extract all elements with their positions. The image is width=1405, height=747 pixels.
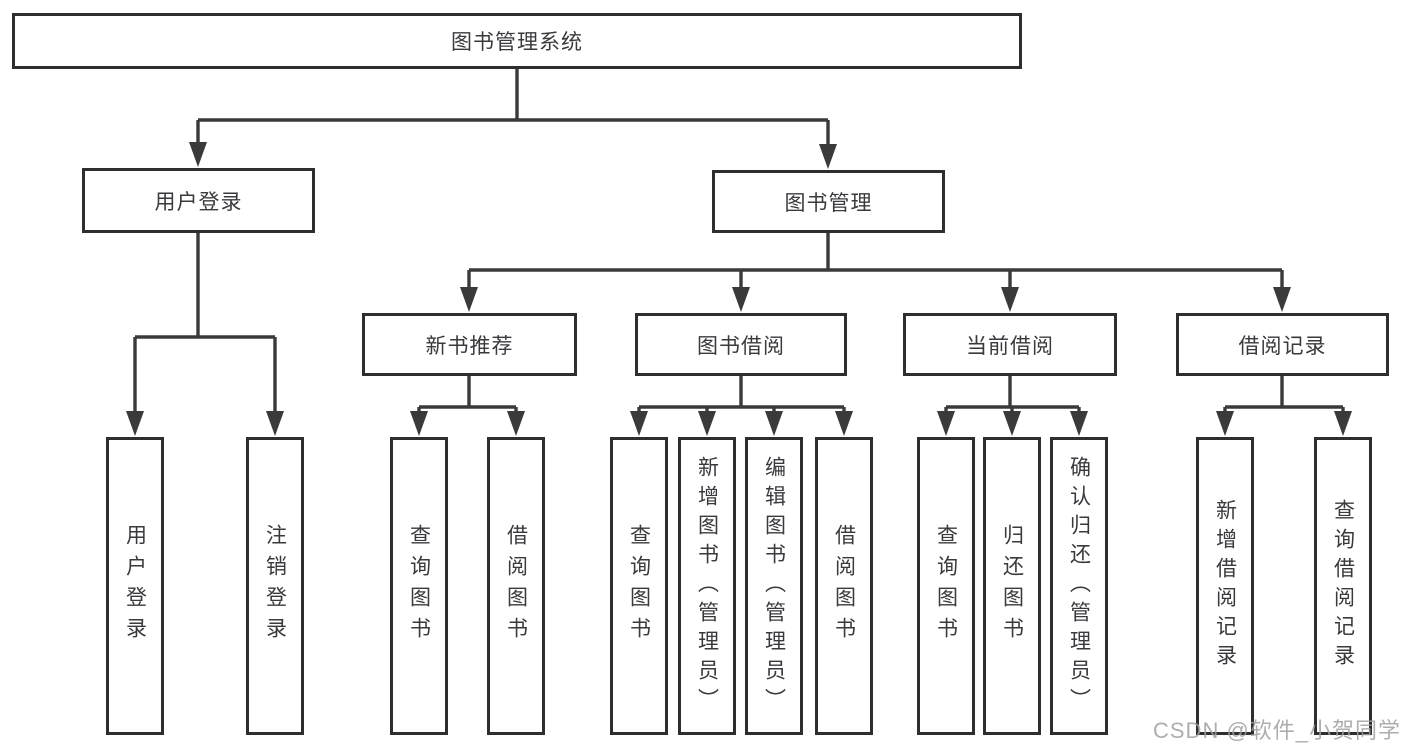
leaf-cb-confirm-return-admin-label: 确认归还（管理员）: [1067, 455, 1091, 717]
arrow-bb-add: [698, 411, 716, 436]
node-user-login-label: 用户登录: [154, 190, 243, 214]
leaf-bb-add-book-admin-label: 新增图书（管理员）: [695, 455, 719, 717]
edge-user-login-split: [133, 233, 277, 430]
arrow-nb-borrow: [507, 411, 525, 436]
arrow-to-leaf-login: [126, 411, 144, 436]
leaf-bb-query-book-label: 查询图书: [627, 524, 651, 648]
leaf-bb-add-book-admin: 新增图书（管理员）: [678, 437, 736, 735]
node-book-mgmt-branch: 图书管理: [712, 170, 945, 233]
leaf-nb-query-book-label: 查询图书: [407, 524, 431, 648]
leaf-cb-return-book-label: 归还图书: [1000, 524, 1024, 648]
leaf-br-add-record-label: 新增借阅记录: [1213, 499, 1237, 673]
leaf-nb-query-book: 查询图书: [390, 437, 448, 735]
node-user-login-branch: 用户登录: [82, 168, 315, 233]
arrow-cb-confirm: [1070, 411, 1088, 436]
leaf-user-login-label: 用户登录: [123, 524, 147, 648]
arrow-to-leaf-logout: [266, 411, 284, 436]
leaf-cb-confirm-return-admin: 确认归还（管理员）: [1050, 437, 1108, 735]
csdn-watermark: CSDN @软件_小贺同学: [1153, 718, 1402, 743]
leaf-cb-query-book-label: 查询图书: [934, 524, 958, 648]
arrow-br-add: [1216, 411, 1234, 436]
edge-book-mgmt-split: [467, 233, 1284, 306]
leaf-user-login: 用户登录: [106, 437, 164, 735]
node-new-book-recommend-label: 新书推荐: [425, 334, 514, 358]
arrow-bb-edit: [765, 411, 783, 436]
edge-book-borrow-split: [637, 376, 846, 430]
leaf-bb-edit-book-admin-label: 编辑图书（管理员）: [762, 455, 786, 717]
leaf-logout: 注销登录: [246, 437, 304, 735]
node-book-mgmt-label: 图书管理: [784, 191, 873, 215]
leaf-bb-query-book: 查询图书: [610, 437, 668, 735]
arrow-br-query: [1334, 411, 1352, 436]
node-book-borrow-label: 图书借阅: [697, 334, 785, 358]
leaf-br-query-record: 查询借阅记录: [1314, 437, 1372, 735]
leaf-nb-borrow-book-label: 借阅图书: [504, 524, 528, 648]
node-current-borrow: 当前借阅: [903, 313, 1117, 376]
arrow-to-book-borrow: [732, 287, 750, 312]
edge-new-book-split: [417, 376, 518, 430]
node-borrow-record-label: 借阅记录: [1238, 334, 1327, 358]
arrow-to-current-borrow: [1001, 287, 1019, 312]
arrow-to-user-login: [189, 142, 207, 167]
arrow-to-new-book: [460, 287, 478, 312]
edge-root-split: [196, 68, 830, 162]
arrow-cb-query: [937, 411, 955, 436]
node-book-borrow: 图书借阅: [635, 313, 847, 376]
arrow-to-borrow-record: [1273, 287, 1291, 312]
leaf-logout-label: 注销登录: [263, 524, 287, 648]
leaf-nb-borrow-book: 借阅图书: [487, 437, 545, 735]
arrow-nb-query: [410, 411, 428, 436]
leaf-br-add-record: 新增借阅记录: [1196, 437, 1254, 735]
leaf-cb-return-book: 归还图书: [983, 437, 1041, 735]
edge-borrow-record-split: [1223, 376, 1345, 430]
leaf-cb-query-book: 查询图书: [917, 437, 975, 735]
arrow-to-book-mgmt: [819, 144, 837, 169]
leaf-bb-edit-book-admin: 编辑图书（管理员）: [745, 437, 803, 735]
node-library-system: 图书管理系统: [12, 13, 1022, 69]
leaf-bb-borrow-book: 借阅图书: [815, 437, 873, 735]
leaf-br-query-record-label: 查询借阅记录: [1331, 499, 1355, 673]
arrow-bb-borrow: [835, 411, 853, 436]
arrow-cb-return: [1003, 411, 1021, 436]
node-borrow-record: 借阅记录: [1176, 313, 1389, 376]
node-current-borrow-label: 当前借阅: [966, 334, 1054, 358]
arrow-bb-query: [630, 411, 648, 436]
leaf-bb-borrow-book-label: 借阅图书: [832, 524, 856, 648]
edge-current-borrow-split: [944, 376, 1081, 430]
node-library-system-label: 图书管理系统: [451, 31, 583, 54]
node-new-book-recommend: 新书推荐: [362, 313, 577, 376]
